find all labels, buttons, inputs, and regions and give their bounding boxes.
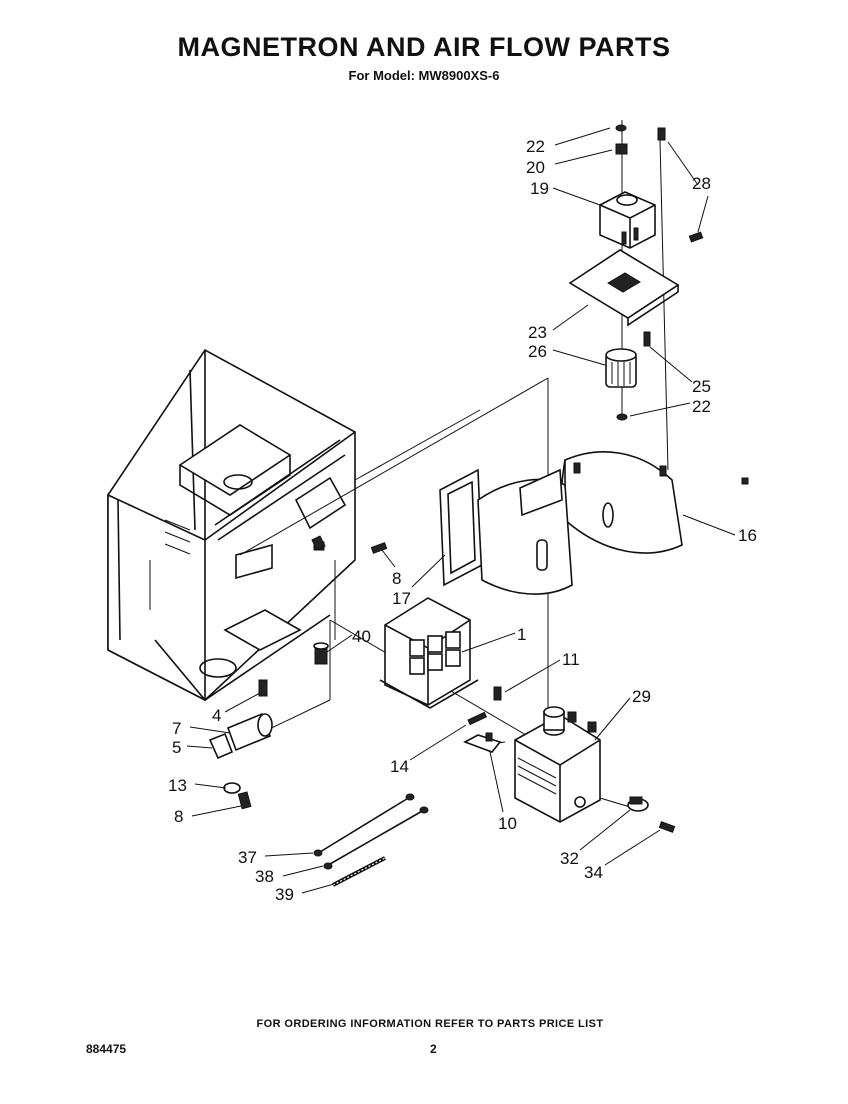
callout-19: 19 xyxy=(530,179,549,198)
callout-13: 13 xyxy=(168,776,187,795)
page-number: 2 xyxy=(430,1042,437,1056)
callout-38: 38 xyxy=(255,867,274,886)
callout-17: 17 xyxy=(392,589,411,608)
washer-20 xyxy=(615,143,628,155)
screw-28b xyxy=(688,231,704,243)
fan-blade-26 xyxy=(605,348,637,388)
nut-22-bottom xyxy=(616,413,628,421)
air-guide xyxy=(477,468,573,595)
document-number: 884475 xyxy=(86,1042,127,1056)
callout-8-top: 8 xyxy=(392,569,401,588)
screw-8-top xyxy=(370,542,388,554)
callout-26: 26 xyxy=(528,342,547,361)
callout-arrows xyxy=(186,127,736,894)
callout-labels: 22 20 19 28 23 26 25 22 16 8 17 40 1 11 … xyxy=(168,137,757,904)
fan-bracket-23 xyxy=(568,249,680,327)
callout-14: 14 xyxy=(390,757,409,776)
wire-39 xyxy=(332,856,386,887)
screw-34 xyxy=(658,821,676,833)
callout-7: 7 xyxy=(172,719,181,738)
callout-37: 37 xyxy=(238,848,257,867)
screw-28a xyxy=(657,127,666,141)
callout-22-bottom: 22 xyxy=(692,397,711,416)
callout-4: 4 xyxy=(212,706,221,725)
callout-34: 34 xyxy=(584,863,603,882)
fan-motor-19 xyxy=(599,191,656,249)
screw-11 xyxy=(493,686,502,701)
magnetron-29 xyxy=(514,706,601,823)
callout-40: 40 xyxy=(352,627,371,646)
fuse-holder-7 xyxy=(226,712,273,752)
fuse-5 xyxy=(208,732,234,760)
callout-16: 16 xyxy=(738,526,757,545)
bolt-14 xyxy=(467,711,488,726)
callout-10: 10 xyxy=(498,814,517,833)
gasket-17 xyxy=(439,468,483,587)
callout-5: 5 xyxy=(172,738,181,757)
air-duct-16 xyxy=(560,451,749,554)
callout-25: 25 xyxy=(692,377,711,396)
callout-22-top: 22 xyxy=(526,137,545,156)
callout-28: 28 xyxy=(692,174,711,193)
bracket-13 xyxy=(223,782,241,794)
page-title: MAGNETRON AND AIR FLOW PARTS xyxy=(177,32,671,62)
screw-25 xyxy=(643,331,651,347)
callout-32: 32 xyxy=(560,849,579,868)
nut-22-top xyxy=(615,124,627,132)
screw-4 xyxy=(258,679,268,697)
callout-8-bottom: 8 xyxy=(174,807,183,826)
ordering-note: FOR ORDERING INFORMATION REFER TO PARTS … xyxy=(256,1018,604,1030)
callout-29: 29 xyxy=(632,687,651,706)
cabinet-frame xyxy=(107,348,356,702)
callout-20: 20 xyxy=(526,158,545,177)
callout-23: 23 xyxy=(528,323,547,342)
model-subtitle: For Model: MW8900XS-6 xyxy=(348,68,500,83)
callout-39: 39 xyxy=(275,885,294,904)
thermal-cutout-32 xyxy=(627,796,649,812)
callout-1: 1 xyxy=(517,625,526,644)
wire-37 xyxy=(313,793,415,857)
transformer-1 xyxy=(379,597,479,709)
bracket-40 xyxy=(313,642,329,665)
clip-10 xyxy=(463,732,502,753)
screw-8-bottom xyxy=(237,791,252,810)
callout-11: 11 xyxy=(562,650,580,669)
wire-38 xyxy=(323,806,429,870)
clip-cabinet xyxy=(311,535,326,551)
